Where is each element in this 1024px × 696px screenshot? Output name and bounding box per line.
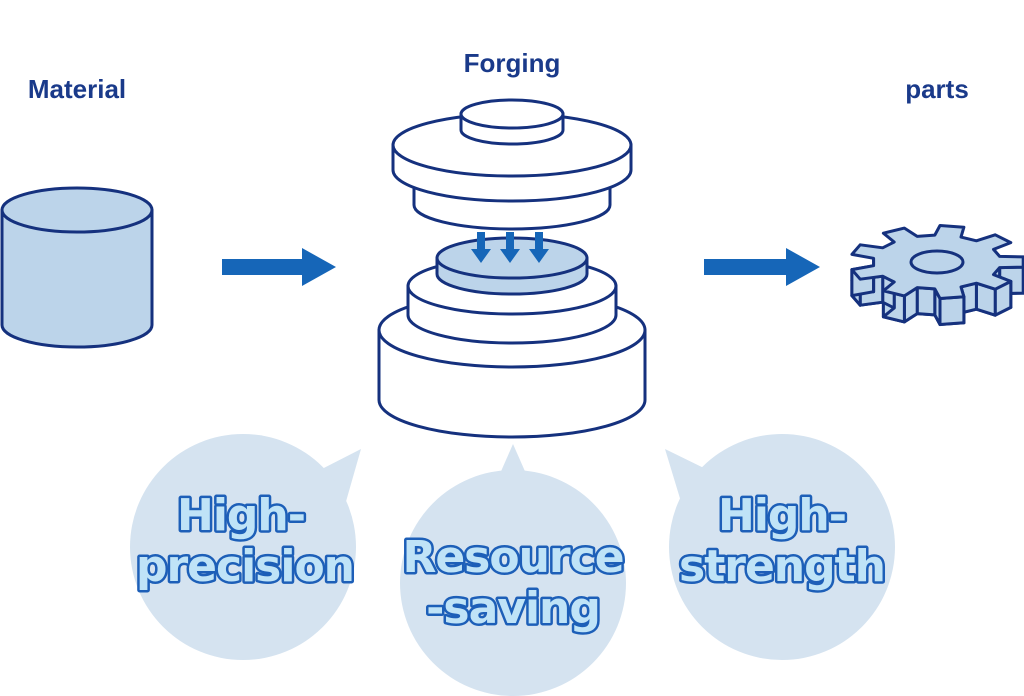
- arrow-right-icon: [222, 248, 336, 286]
- material-label: Material: [28, 74, 126, 104]
- arrow-right-icon: [704, 248, 820, 286]
- forging-press-icon: [377, 98, 647, 439]
- forging-label: Forging: [464, 48, 561, 78]
- benefit-bubble-resource: [400, 444, 626, 696]
- gear-side-wall: [938, 295, 966, 326]
- benefit-bubble-strength: [665, 434, 895, 660]
- benefit-bubble-precision: [130, 434, 361, 660]
- gear-icon: [850, 224, 1024, 326]
- arrow-down-icon: [471, 232, 549, 263]
- benefit-precision-line2: precision: [136, 541, 354, 592]
- gear-side-wall: [915, 286, 937, 317]
- parts-label: parts: [905, 74, 969, 104]
- benefit-strength-line2: strength: [679, 541, 885, 592]
- cylinder-icon: [0, 186, 154, 349]
- benefit-strength-line1: High-: [718, 490, 846, 541]
- benefit-resource-line2: -saving: [426, 583, 600, 634]
- benefit-precision-line1: High-: [177, 490, 305, 541]
- benefit-resource-line1: Resource: [402, 532, 623, 583]
- gear-hole: [909, 249, 965, 275]
